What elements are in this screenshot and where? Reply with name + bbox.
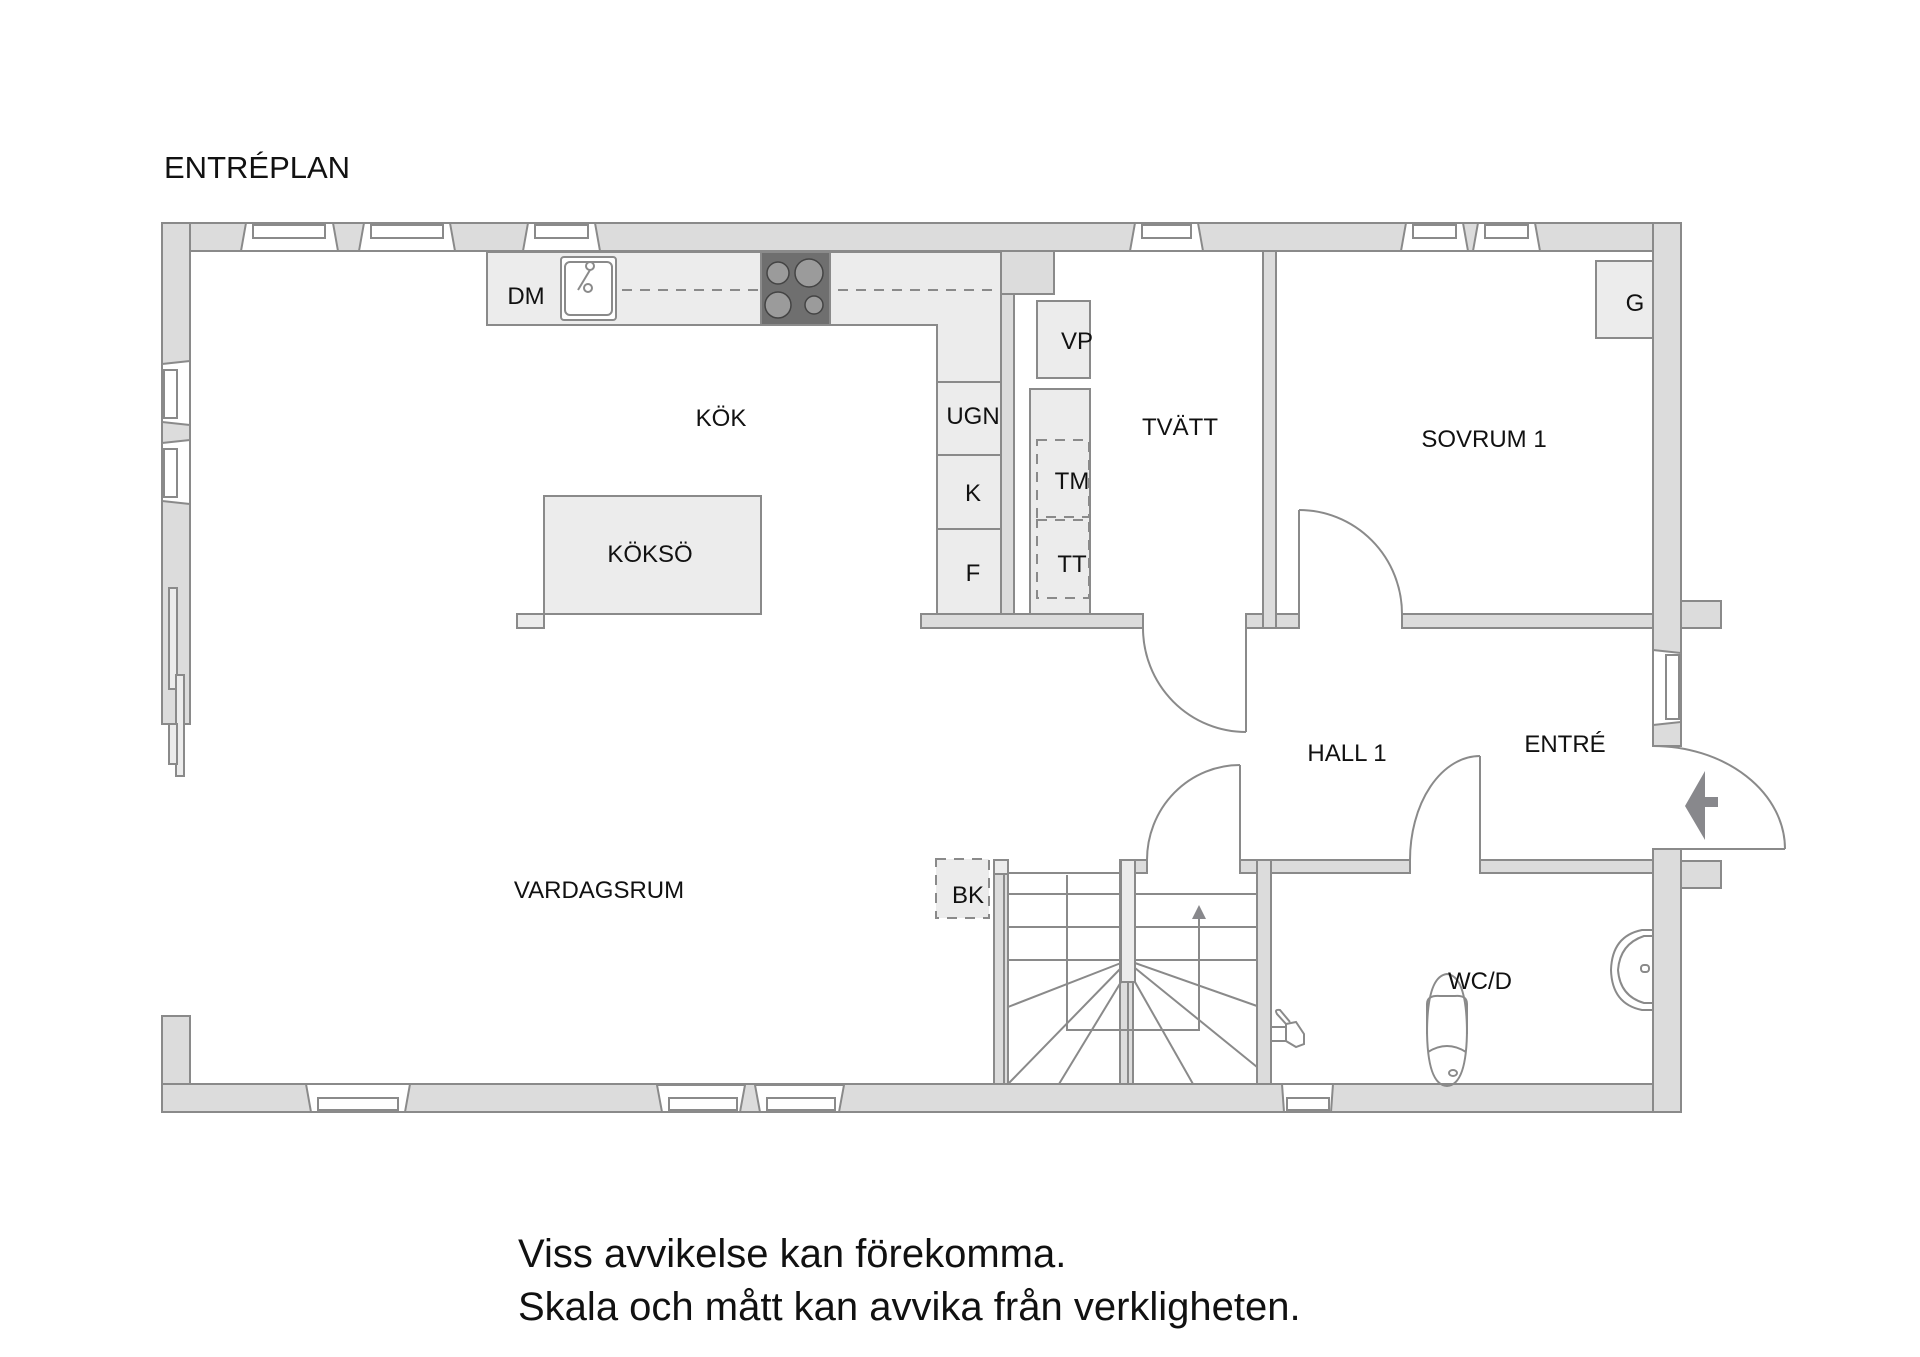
fixture-label-ugn: UGN [946,403,1000,430]
entrance-arrow-icon [1685,771,1718,840]
room-label-vardagsrum: VARDAGSRUM [513,877,685,904]
fixture-label-g: G [1625,290,1645,317]
windows-bottom [304,1083,1335,1113]
floor-title: ENTRÉPLAN [164,150,351,185]
fixture-label-bk: BK [951,882,985,909]
room-label-entre: ENTRÉ [1524,731,1606,758]
kitchen-fixtures [486,251,1002,629]
windows-left [161,359,191,777]
disclaimer-line-2: Skala och mått kan avvika från verklighe… [518,1285,1301,1329]
wc-fixtures [1270,929,1653,1088]
fixture-label-koksö: KÖKSÖ [607,541,693,568]
doors [1142,509,1786,861]
fixture-label-dm: DM [507,283,545,310]
laundry-fixtures [1029,300,1091,615]
room-label-wcd: WC/D [1448,968,1512,995]
wardrobe-box [1595,260,1654,339]
room-label-hall1: HALL 1 [1307,740,1387,767]
window-right [1652,648,1682,727]
fixture-label-tm: TM [1054,468,1090,495]
room-label-sovrum1: SOVRUM 1 [1421,426,1547,453]
fixture-label-f: F [965,560,981,587]
fixture-label-vp: VP [1060,328,1094,355]
room-label-kok: KÖK [695,405,747,432]
fixture-label-k: K [964,480,982,507]
room-label-tvatt: TVÄTT [1142,414,1218,441]
stairs-up-arrow-icon [1192,905,1206,919]
staircase [993,859,1258,1085]
disclaimer-line-1: Viss avvikelse kan förekomma. [518,1232,1067,1276]
fixture-label-tt: TT [1057,551,1087,578]
windows-top [239,222,1542,252]
bk-box [935,858,990,919]
